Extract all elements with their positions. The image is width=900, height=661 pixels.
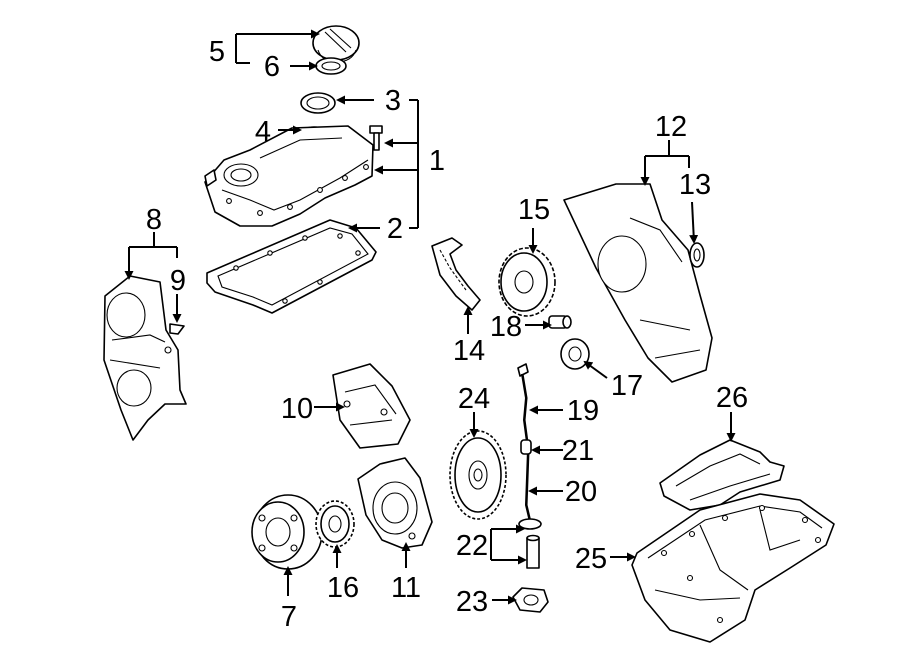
- callout-21: 21: [562, 435, 594, 467]
- callout-1: 1: [429, 145, 445, 177]
- callout-9: 9: [170, 265, 186, 297]
- callout-18: 18: [490, 311, 522, 343]
- callout-6: 6: [264, 51, 280, 83]
- filler-neck-seal-part: [300, 92, 336, 114]
- callout-23: 23: [456, 586, 488, 618]
- upper-timing-cover-part: [563, 183, 713, 383]
- oil-baffle-part: [659, 439, 785, 511]
- callout-5: 5: [209, 36, 225, 68]
- leader-1-2-3: [336, 95, 419, 233]
- callout-11: 11: [391, 572, 421, 604]
- crankshaft-sprocket-part: [315, 500, 355, 548]
- callout-19: 19: [567, 395, 599, 427]
- callout-13: 13: [679, 169, 711, 201]
- tensioner-shoe-part: [431, 237, 481, 311]
- idler-pulley-part: [560, 338, 590, 370]
- callout-24: 24: [458, 383, 490, 415]
- valve-cover-gasket-part: [206, 219, 377, 314]
- callout-4: 4: [255, 116, 271, 148]
- callout-16: 16: [327, 572, 359, 604]
- rear-cover-plate-part: [357, 457, 433, 549]
- drain-plug-part: [512, 587, 549, 613]
- cover-bolt-part: [369, 125, 383, 151]
- guide-pin-part: [548, 315, 572, 329]
- leader-17: [583, 360, 608, 379]
- cover-seal-part: [689, 242, 705, 268]
- callout-10: 10: [281, 393, 313, 425]
- crankshaft-pulley-part: [251, 494, 323, 570]
- callout-8: 8: [146, 204, 162, 236]
- callout-2: 2: [387, 213, 403, 245]
- dipstick-part: [517, 363, 542, 530]
- leader-22: [490, 524, 527, 565]
- callout-26: 26: [716, 382, 748, 414]
- lower-timing-cover-part: [103, 275, 187, 441]
- callout-25: 25: [575, 543, 607, 575]
- leader-8-9: [124, 232, 182, 323]
- callout-14: 14: [453, 335, 485, 367]
- callout-20: 20: [565, 476, 597, 508]
- callout-22: 22: [456, 530, 488, 562]
- callout-3: 3: [385, 85, 401, 117]
- camshaft-sprocket-part: [498, 247, 556, 317]
- valve-cover-part: [204, 125, 374, 227]
- flywheel-part: [449, 430, 507, 520]
- callout-17: 17: [611, 370, 643, 402]
- oil-pan-part: [631, 493, 835, 643]
- callout-7: 7: [281, 601, 297, 633]
- callout-12: 12: [655, 111, 687, 143]
- tube-sleeve-part: [526, 534, 540, 569]
- timing-belt-guard-part: [332, 363, 411, 449]
- leader-12-13: [640, 140, 699, 244]
- callout-15: 15: [518, 194, 550, 226]
- oil-filler-cap-part: [312, 25, 360, 75]
- leader-5-6: [235, 29, 320, 71]
